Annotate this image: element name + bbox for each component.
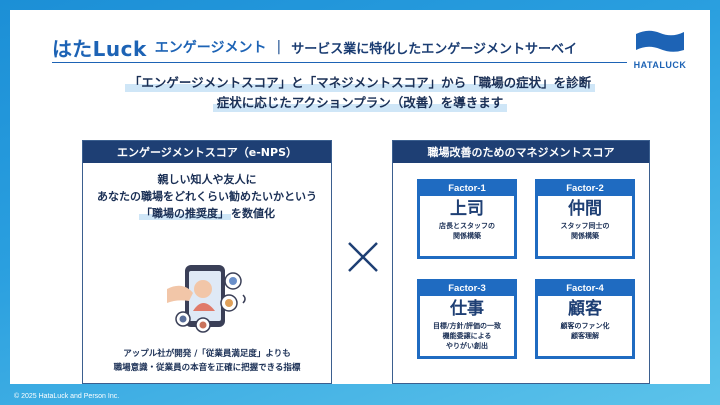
factor-2-head: Factor-2: [538, 182, 632, 196]
factor-4-head: Factor-4: [538, 282, 632, 296]
nps-foot-1: アップル社が開発 /「従業員満足度」よりも: [83, 347, 331, 361]
management-score-panel: 職場改善のためのマネジメントスコア Factor-1 上司 店長とスタッフの 関…: [392, 140, 650, 384]
slide-card: はたLuck エンゲージメント | サービス業に特化したエンゲージメントサーベイ…: [10, 10, 710, 384]
factor-2-name: 仲間: [538, 199, 632, 219]
factor-4-name: 顧客: [538, 299, 632, 319]
factor-2-card: Factor-2 仲間 スタッフ同士の 関係構築: [535, 179, 635, 259]
factor-4-card: Factor-4 顧客 顧客のファン化 顧客理解: [535, 279, 635, 359]
factor-3-desc: 目標/方針/評価の一致 機能委譲による やりがい創出: [420, 321, 514, 351]
factor-1-head: Factor-1: [420, 182, 514, 196]
copyright: © 2025 HataLuck and Person Inc.: [14, 393, 119, 400]
flag-icon: [634, 28, 686, 54]
nps-line-2: あなたの職場をどれくらい勧めたいかという: [83, 188, 331, 205]
engagement-score-panel: エンゲージメントスコア（e-NPS） 親しい知人や友人に あなたの職場をどれくら…: [82, 140, 332, 384]
header-separator: |: [276, 39, 281, 55]
multiply-icon: [346, 240, 380, 274]
brand-logo: HATALUCK: [632, 28, 688, 70]
lead-text: 「エンゲージメントスコア」と「マネジメントスコア」から「職場の症状」を診断 症状…: [10, 72, 710, 112]
nps-highlight: 「職場の推奨度」: [139, 207, 231, 220]
nps-footnote: アップル社が開発 /「従業員満足度」よりも 職場意識・従業員の本音を正確に把握で…: [83, 347, 331, 375]
logo: はたLuck: [52, 33, 147, 62]
factor-2-desc: スタッフ同士の 関係構築: [538, 221, 632, 241]
lead-line-2: 症状に応じたアクションプラン（改善）を導きます: [213, 94, 508, 112]
recommend-illustration-icon: [163, 259, 253, 335]
factor-3-head: Factor-3: [420, 282, 514, 296]
nps-foot-2: 職場意識・従業員の本音を正確に把握できる指標: [83, 361, 331, 375]
lead-line-1: 「エンゲージメントスコア」と「マネジメントスコア」から「職場の症状」を診断: [125, 74, 595, 92]
logo-sub: エンゲージメント: [155, 37, 267, 57]
factor-1-desc: 店長とスタッフの 関係構築: [420, 221, 514, 241]
factor-1-name: 上司: [420, 199, 514, 219]
factor-3-card: Factor-3 仕事 目標/方針/評価の一致 機能委譲による やりがい創出: [417, 279, 517, 359]
engagement-score-title: エンゲージメントスコア（e-NPS）: [83, 141, 331, 163]
nps-line-1: 親しい知人や友人に: [83, 171, 331, 188]
factor-3-name: 仕事: [420, 299, 514, 319]
header-title: サービス業に特化したエンゲージメントサーベイ: [291, 38, 577, 57]
brand-name: HATALUCK: [632, 60, 688, 70]
header: はたLuck エンゲージメント | サービス業に特化したエンゲージメントサーベイ: [52, 32, 577, 62]
nps-line-3: 「職場の推奨度」を数値化: [83, 205, 331, 222]
header-divider: [52, 62, 627, 63]
nps-line-3-rest: を数値化: [231, 207, 275, 220]
factor-1-card: Factor-1 上司 店長とスタッフの 関係構築: [417, 179, 517, 259]
factor-4-desc: 顧客のファン化 顧客理解: [538, 321, 632, 341]
nps-description: 親しい知人や友人に あなたの職場をどれくらい勧めたいかという 「職場の推奨度」を…: [83, 171, 331, 222]
management-score-title: 職場改善のためのマネジメントスコア: [393, 141, 649, 163]
